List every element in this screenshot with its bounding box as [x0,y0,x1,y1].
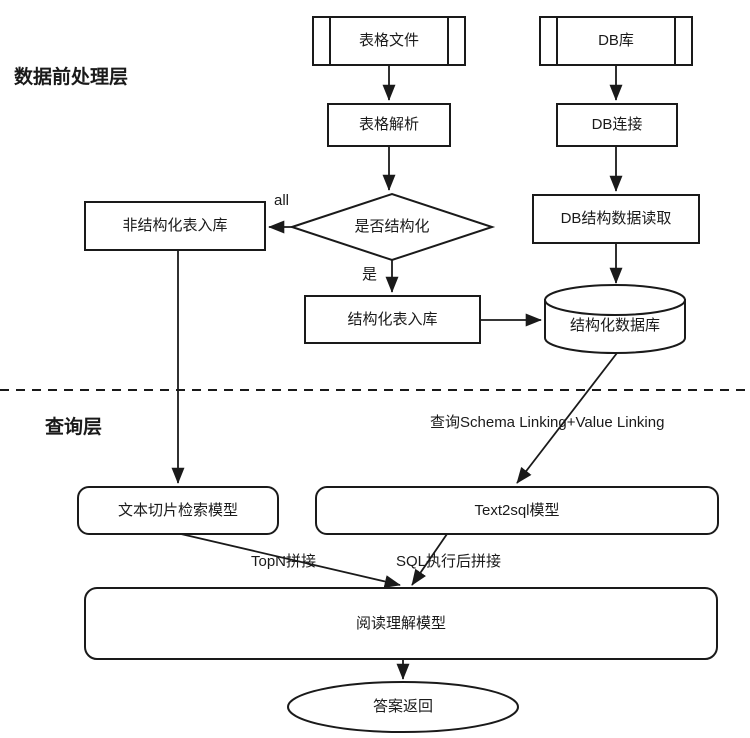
node-reading-comprehension-model[interactable] [85,588,717,659]
layer-title-query: 查询层 [45,417,103,438]
node-table-file-shape [312,16,466,66]
edge-label-all: all [274,192,290,209]
node-answer-return-shape [287,681,519,733]
node-db-store-shape [539,16,693,66]
edge-structured-database-to-text2sql [516,352,618,484]
edge-label-yes: 是 [362,266,378,283]
node-is-structured-shape [288,192,496,262]
node-db-schema-read-shape [532,194,700,244]
node-structured-database-shape [544,284,686,354]
node-table-parse-shape [327,103,451,147]
node-structured-import[interactable] [305,296,480,343]
layer-title-preprocessing: 数据前处理层 [14,67,129,88]
node-text-chunk-retrieval-model[interactable] [78,487,278,534]
edge-label-schema-value-linking: 查询Schema Linking+Value Linking [430,414,665,431]
node-table-file[interactable] [313,17,465,65]
node-structured-database[interactable] [545,285,685,353]
node-db-connect[interactable] [557,104,677,146]
node-is-structured[interactable] [292,194,492,260]
node-answer-return[interactable] [288,682,518,732]
node-unstructured-import-shape [84,201,266,251]
node-db-schema-read[interactable] [533,195,699,243]
edge-label-sql-exec-concat: SQL执行后拼接 [396,553,502,570]
node-text2sql-model-shape [315,486,719,535]
edge-label-topn-concat: TopN拼接 [251,553,317,570]
node-db-connect-shape [556,103,678,147]
node-unstructured-import[interactable] [85,202,265,250]
node-db-store[interactable] [540,17,692,65]
edge-text2sql-to-reading-comprehension [411,533,448,586]
node-text2sql-model[interactable] [316,487,718,534]
node-reading-comprehension-model-shape [84,587,718,660]
node-structured-import-shape [304,295,481,344]
node-table-parse[interactable] [328,104,450,146]
edge-text-chunk-retrieval-to-reading-comprehension [180,533,401,588]
node-text-chunk-retrieval-model-shape [77,486,279,535]
